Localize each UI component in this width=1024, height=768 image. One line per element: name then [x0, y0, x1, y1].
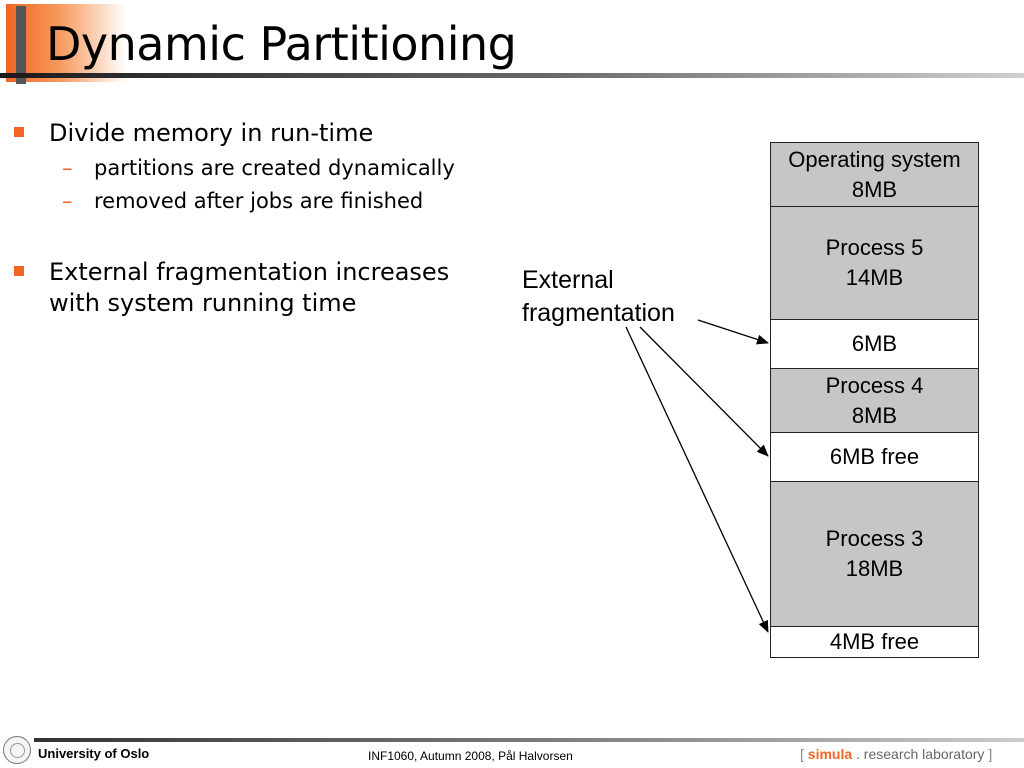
label-line: fragmentation — [522, 299, 675, 327]
title-divider — [0, 73, 1024, 78]
arrow-to-6mb-free — [639, 326, 769, 457]
footer-divider — [34, 738, 1024, 742]
block-size: 8MB — [851, 402, 898, 428]
dash-icon: – — [62, 156, 73, 180]
memory-block-process-5: Process 5 14MB — [770, 206, 979, 320]
block-label: 6MB free — [829, 444, 920, 469]
university-seal-icon — [3, 736, 31, 764]
memory-block-free-6mb: 6MB — [770, 319, 979, 369]
memory-block-free-4mb: 4MB free — [770, 626, 979, 658]
bullet-square-icon — [14, 266, 24, 276]
bullet-square-icon — [14, 127, 24, 137]
sub-bullet-text: partitions are created dynamically — [94, 156, 455, 180]
memory-block-process-3: Process 3 18MB — [770, 481, 979, 627]
arrow-to-6mb — [697, 319, 769, 345]
memory-block-process-4: Process 4 8MB — [770, 368, 979, 433]
block-size: 8MB — [851, 176, 898, 202]
block-size: 14MB — [845, 265, 904, 290]
label-line: External — [522, 266, 614, 294]
footer-course-info: INF1060, Autumn 2008, Pål Halvorsen — [368, 749, 573, 763]
title-dark-bar — [16, 6, 26, 84]
block-label: Operating system — [788, 146, 961, 172]
block-label: Process 4 — [825, 372, 924, 398]
sub-bullet-text: removed after jobs are finished — [94, 189, 424, 213]
block-label: 6MB — [851, 331, 898, 356]
block-label: Process 5 — [825, 235, 924, 260]
bullet-text: with system running time — [49, 289, 357, 317]
bullet-text: External fragmentation increases — [49, 258, 450, 286]
slide-title: Dynamic Partitioning — [46, 17, 517, 71]
simula-logo: [ simula . research laboratory ] — [800, 746, 993, 762]
arrow-to-4mb-free — [625, 326, 769, 633]
memory-block-free-6mb-2: 6MB free — [770, 432, 979, 482]
block-label: 4MB free — [829, 629, 920, 654]
block-label: Process 3 — [825, 526, 924, 551]
block-size: 18MB — [845, 556, 904, 581]
external-fragmentation-label: External fragmentation — [522, 264, 675, 330]
memory-block-os: Operating system 8MB — [770, 142, 979, 207]
title-accent-bar — [6, 4, 126, 82]
dash-icon: – — [62, 189, 73, 213]
footer-university: University of Oslo — [38, 746, 150, 761]
bullet-text: Divide memory in run-time — [49, 119, 374, 147]
